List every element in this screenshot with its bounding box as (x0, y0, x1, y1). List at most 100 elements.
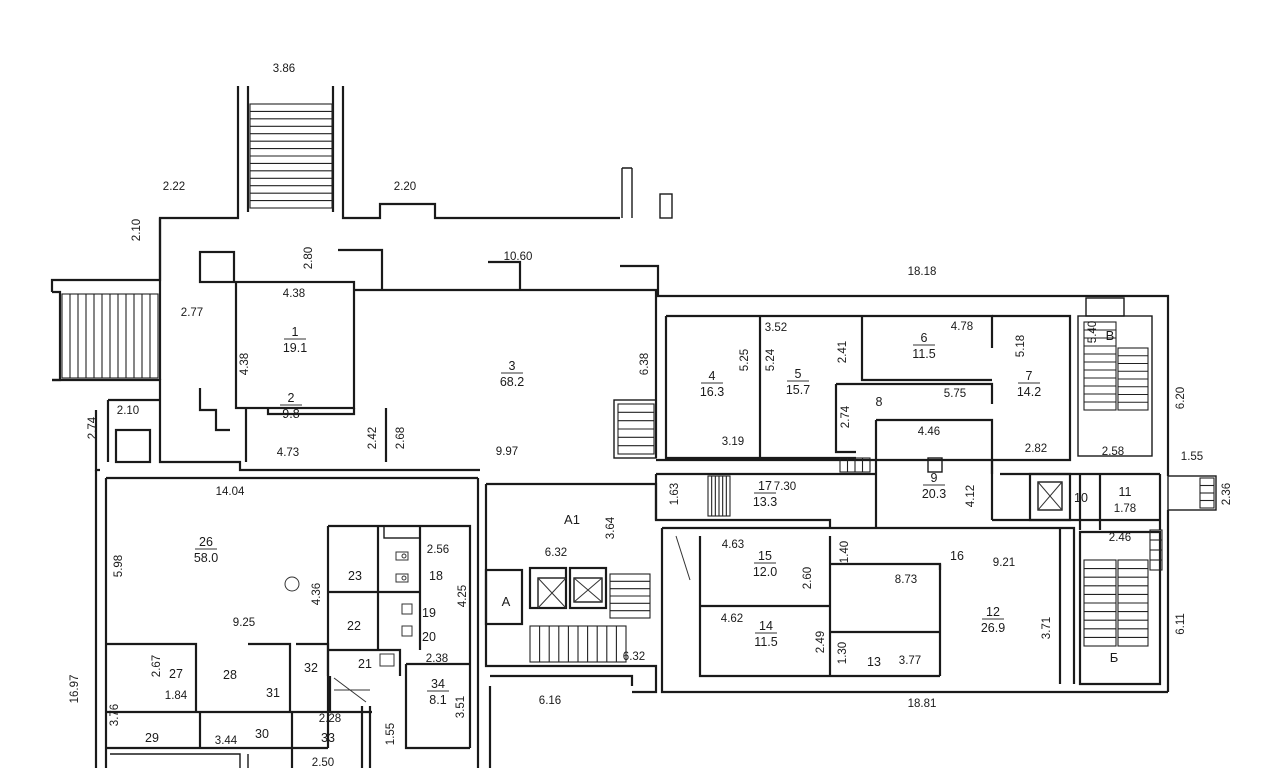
dimension-label: 5.25 (739, 349, 751, 371)
dimension-label: 3.51 (455, 696, 467, 718)
room-number-11: 11 (1119, 485, 1132, 499)
dimension-label: 3.77 (899, 655, 921, 667)
column-circle (284, 576, 300, 592)
dimension-label: 4.38 (283, 288, 305, 300)
dimension-label: 5.75 (944, 388, 966, 400)
dimension-label: 3.19 (722, 436, 744, 448)
room-number-9: 9 (931, 471, 938, 485)
dimension-label: 5.98 (113, 555, 125, 577)
dimension-label: 4.73 (277, 447, 299, 459)
room-area-15: 12.0 (753, 565, 777, 579)
dimension-label: 2.42 (367, 427, 379, 449)
stair-b-left (1083, 321, 1117, 411)
dimension-label: 2.77 (181, 307, 203, 319)
stair-entrance-top (249, 103, 333, 209)
room-area-2: 9.8 (282, 407, 299, 421)
dimension-label: 6.20 (1175, 387, 1187, 409)
room-number-8: 8 (876, 395, 883, 409)
room-number-12: 12 (986, 605, 1000, 619)
room-number-17: 17 (758, 479, 772, 493)
dimension-label: 1.84 (165, 690, 188, 702)
room-number-16: 16 (950, 549, 964, 563)
stair-bb-edge (1149, 529, 1163, 571)
elevator-icon (537, 577, 567, 609)
room-number-15: 15 (758, 549, 772, 563)
room-area-17: 13.3 (753, 495, 777, 509)
room-number-5: 5 (795, 367, 802, 381)
room-number-22: 22 (347, 619, 361, 633)
dimension-label: 1.40 (839, 541, 851, 563)
elevator-icon (573, 577, 603, 603)
dimension-label: 2.58 (1102, 446, 1124, 458)
dimension-label: 8.73 (895, 574, 917, 586)
room-number-32: 32 (304, 661, 318, 675)
dimension-label: 2.10 (117, 405, 139, 417)
stair-bb-left (1083, 559, 1117, 647)
room-number-28: 28 (223, 668, 237, 682)
dimension-label: 6.38 (639, 353, 651, 375)
dimension-label: 7.30 (774, 481, 796, 493)
room-number-21: 21 (358, 657, 372, 671)
dimension-label: 9.97 (496, 446, 518, 458)
dimension-label: 2.22 (163, 181, 185, 193)
elevator-icon (1037, 481, 1063, 511)
details (284, 457, 1063, 703)
dimension-label: 14.04 (216, 486, 245, 498)
dimension-label: 1.55 (1181, 451, 1203, 463)
dimension-label: 18.81 (908, 698, 937, 710)
room-number-20: 20 (422, 630, 436, 644)
dimension-label: 6.32 (623, 651, 645, 663)
dimension-label: 4.38 (239, 353, 251, 375)
room-number-13: 13 (867, 655, 881, 669)
stair-3 (617, 403, 655, 455)
dimension-label: 6.16 (539, 695, 561, 707)
dimension-label: 2.28 (319, 713, 341, 725)
dimension-label: 4.46 (918, 426, 940, 438)
dimension-label: 2.80 (303, 247, 315, 269)
room-number-19: 19 (422, 606, 436, 620)
dimension-label: 1.30 (837, 642, 849, 664)
dimension-label: 3.44 (215, 735, 238, 747)
room-number-A1: A1 (564, 512, 580, 527)
dimension-label: 3.71 (1041, 617, 1053, 639)
dimension-label: 2.36 (1221, 483, 1233, 505)
dimension-label: 4.25 (457, 585, 469, 607)
dimension-label: 2.82 (1025, 443, 1047, 455)
room-number-14: 14 (759, 619, 773, 633)
room-area-34: 8.1 (429, 693, 446, 707)
room-area-12: 26.9 (981, 621, 1005, 635)
dimension-label: 2.68 (395, 427, 407, 449)
dimension-label: 9.25 (233, 617, 255, 629)
dimension-label: 16.97 (69, 675, 81, 704)
dimension-label: 1.63 (669, 483, 681, 505)
stair-9 (839, 457, 871, 473)
dimension-label: 18.18 (908, 266, 937, 278)
room-area-3: 68.2 (500, 375, 524, 389)
room-area-5: 15.7 (786, 383, 810, 397)
ramp-mark (333, 677, 370, 703)
dimension-label: 3.76 (109, 704, 121, 726)
room-number-2: 2 (288, 391, 295, 405)
stair-a1-side (609, 573, 651, 619)
room-number-33: 33 (321, 731, 335, 745)
dimension-label: 2.20 (394, 181, 416, 193)
dimension-label: 6.11 (1175, 613, 1187, 635)
room-area-14: 11.5 (754, 635, 777, 649)
dimension-label: 2.74 (87, 416, 99, 439)
room-area-7: 14.2 (1017, 385, 1041, 399)
dimension-label: 9.21 (993, 557, 1015, 569)
room-area-9: 20.3 (922, 487, 946, 501)
stair-17 (707, 475, 731, 517)
dimension-label: 5.18 (1015, 335, 1027, 357)
room-number-31: 31 (266, 686, 280, 700)
dimension-label: 2.74 (840, 405, 852, 428)
dimension-label: 2.41 (837, 341, 849, 363)
room-number-Б: Б (1110, 650, 1119, 665)
dimension-label: 3.64 (605, 516, 617, 539)
stair-11 (1199, 477, 1215, 509)
room-number-4: 4 (709, 369, 716, 383)
stair-b-right (1117, 347, 1149, 411)
dimension-label: 2.49 (815, 631, 827, 653)
dimension-label: 4.62 (721, 613, 743, 625)
room-number-34: 34 (431, 677, 445, 691)
